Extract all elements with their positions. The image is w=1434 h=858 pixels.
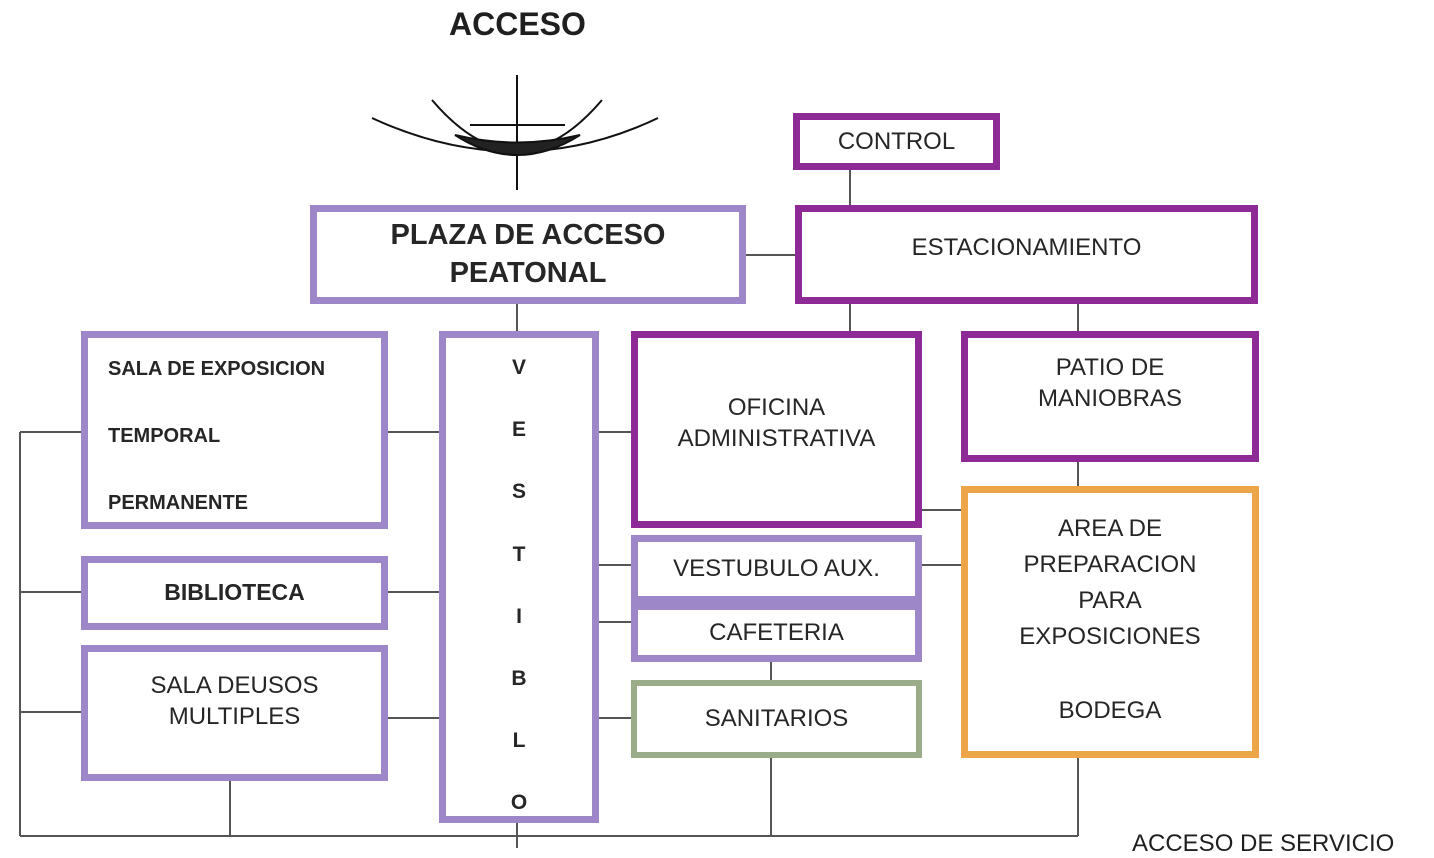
patio-maniobras-box: PATIO DE MANIOBRAS (961, 331, 1259, 462)
sala-exposicion-label: SALA DE EXPOSICION (108, 358, 326, 380)
vestibulo-box: V E S T I B L O (439, 331, 599, 823)
vestibulo-aux-label: VESTUBULO AUX. (673, 555, 880, 583)
vestibulo-letter: L (512, 729, 526, 752)
area-label-line3: PARA (1078, 587, 1142, 614)
oficina-label-line2: ADMINISTRATIVA (677, 425, 876, 453)
vestibulo-letter: T (512, 543, 526, 566)
area-label-line2: PREPARACION (1023, 551, 1197, 578)
vestibulo-letter: O (510, 791, 528, 814)
connector-lines-group (19, 170, 1079, 848)
biblioteca-label: BIBLIOTECA (164, 579, 305, 606)
diagram-title: ACCESO (449, 6, 586, 42)
plaza-acceso-peatonal-box: PLAZA DE ACCESO PEATONAL (310, 205, 746, 304)
bodega-label: BODEGA (1058, 697, 1162, 724)
temporal-label: TEMPORAL (108, 425, 221, 447)
estacionamiento-label: ESTACIONAMIENTO (911, 234, 1142, 261)
patio-label-line2: MANIOBRAS (1037, 385, 1183, 413)
area-label-line4: EXPOSICIONES (1019, 623, 1201, 650)
sanitarios-label: SANITARIOS (704, 705, 849, 733)
sanitarios-box: SANITARIOS (631, 680, 922, 758)
cafeteria-box: CAFETERIA (631, 603, 922, 662)
area-label-line1: AREA DE (1057, 515, 1163, 542)
service-access-label: ACCESO DE SERVICIO (1132, 830, 1395, 857)
plaza-label-line2: PEATONAL (449, 256, 607, 289)
oficina-administrativa-box: OFICINA ADMINISTRATIVA (631, 331, 922, 528)
patio-label-line1: PATIO DE (1055, 354, 1165, 381)
sala-usos-label-line1: SALA DEUSOS (150, 672, 319, 699)
permanente-label: PERMANENTE (108, 492, 249, 514)
entrance-symbol (371, 75, 659, 190)
sala-usos-multiples-box: SALA DEUSOS MULTIPLES (81, 645, 388, 781)
plaza-label-line1: PLAZA DE ACCESO (390, 218, 666, 251)
biblioteca-box: BIBLIOTECA (81, 556, 388, 630)
sala-exposicion-box: SALA DE EXPOSICION TEMPORAL PERMANENTE (81, 331, 388, 529)
vestibulo-letter: S (511, 480, 526, 503)
vestibulo-letter: I (516, 605, 522, 628)
vestibulo-letter: V (511, 356, 526, 379)
vestibulo-letter: E (511, 418, 526, 441)
estacionamiento-box: ESTACIONAMIENTO (795, 205, 1258, 304)
control-label: CONTROL (837, 127, 956, 155)
cafeteria-label: CAFETERIA (709, 618, 844, 646)
control-box: CONTROL (793, 113, 1000, 170)
vestibulo-aux-box: VESTUBULO AUX. (631, 535, 922, 603)
area-preparacion-box: AREA DE PREPARACION PARA EXPOSICIONES BO… (961, 486, 1259, 758)
vestibulo-letter: B (511, 667, 527, 690)
oficina-label-line1: OFICINA (727, 394, 826, 421)
sala-usos-label-line2: MULTIPLES (168, 703, 301, 731)
